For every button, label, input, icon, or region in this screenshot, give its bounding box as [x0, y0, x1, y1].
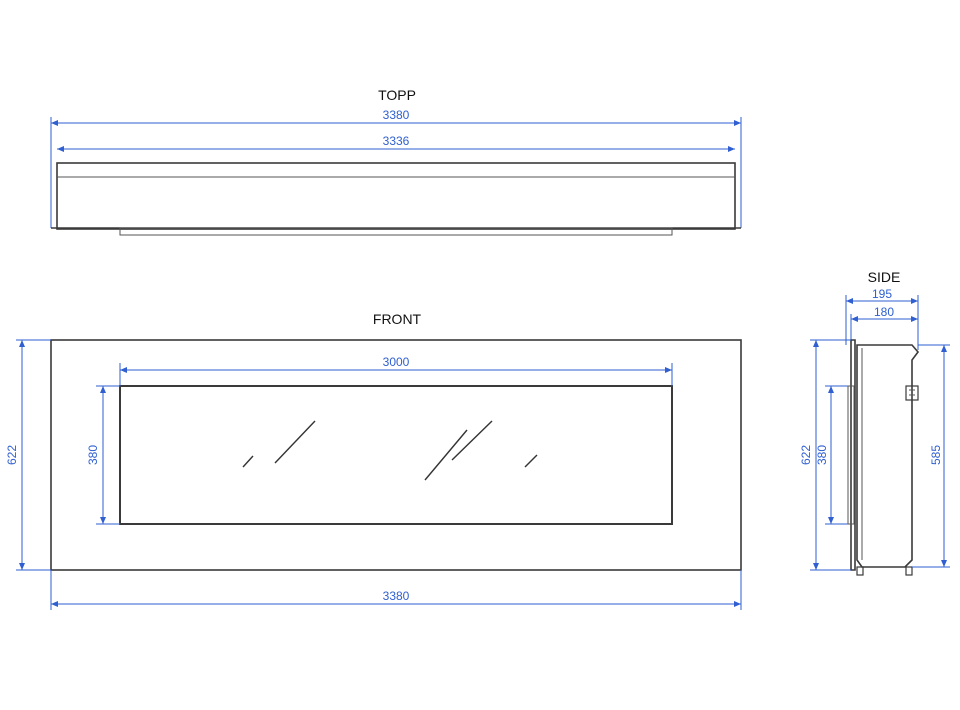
top-view: TOPP 3380 3336	[50, 87, 742, 236]
top-body-outline	[56, 162, 736, 230]
side-depth-outer-label: 195	[872, 287, 892, 301]
side-frame-profile	[850, 339, 856, 571]
top-view-title: TOPP	[378, 87, 416, 103]
front-glass-outline	[119, 385, 673, 525]
front-frame-outline	[50, 339, 742, 571]
side-glass-height-label: 380	[815, 445, 829, 465]
front-glass-height-label: 380	[86, 445, 100, 465]
top-glass-outline	[119, 227, 673, 236]
side-foot-back	[905, 566, 913, 576]
side-foot-front	[856, 566, 864, 576]
side-glass-profile	[847, 385, 855, 525]
front-total-width-label: 3380	[383, 589, 410, 603]
side-body-outline	[856, 344, 920, 568]
side-view: SIDE 195 180 622 380 585	[799, 269, 950, 576]
front-view-title: FRONT	[373, 311, 422, 327]
side-view-title: SIDE	[868, 269, 901, 285]
side-body-height-label: 585	[929, 445, 943, 465]
front-total-height-label: 622	[5, 445, 19, 465]
side-control-box	[905, 385, 919, 401]
top-width-inner-label: 3336	[383, 134, 410, 148]
front-view: FRONT 3000 380 622 3380	[5, 311, 742, 610]
side-total-height-label: 622	[799, 445, 813, 465]
glass-reflection-marks	[242, 420, 538, 481]
side-depth-inner-label: 180	[874, 305, 894, 319]
front-glass-width-label: 3000	[383, 355, 410, 369]
top-width-outer-label: 3380	[383, 108, 410, 122]
